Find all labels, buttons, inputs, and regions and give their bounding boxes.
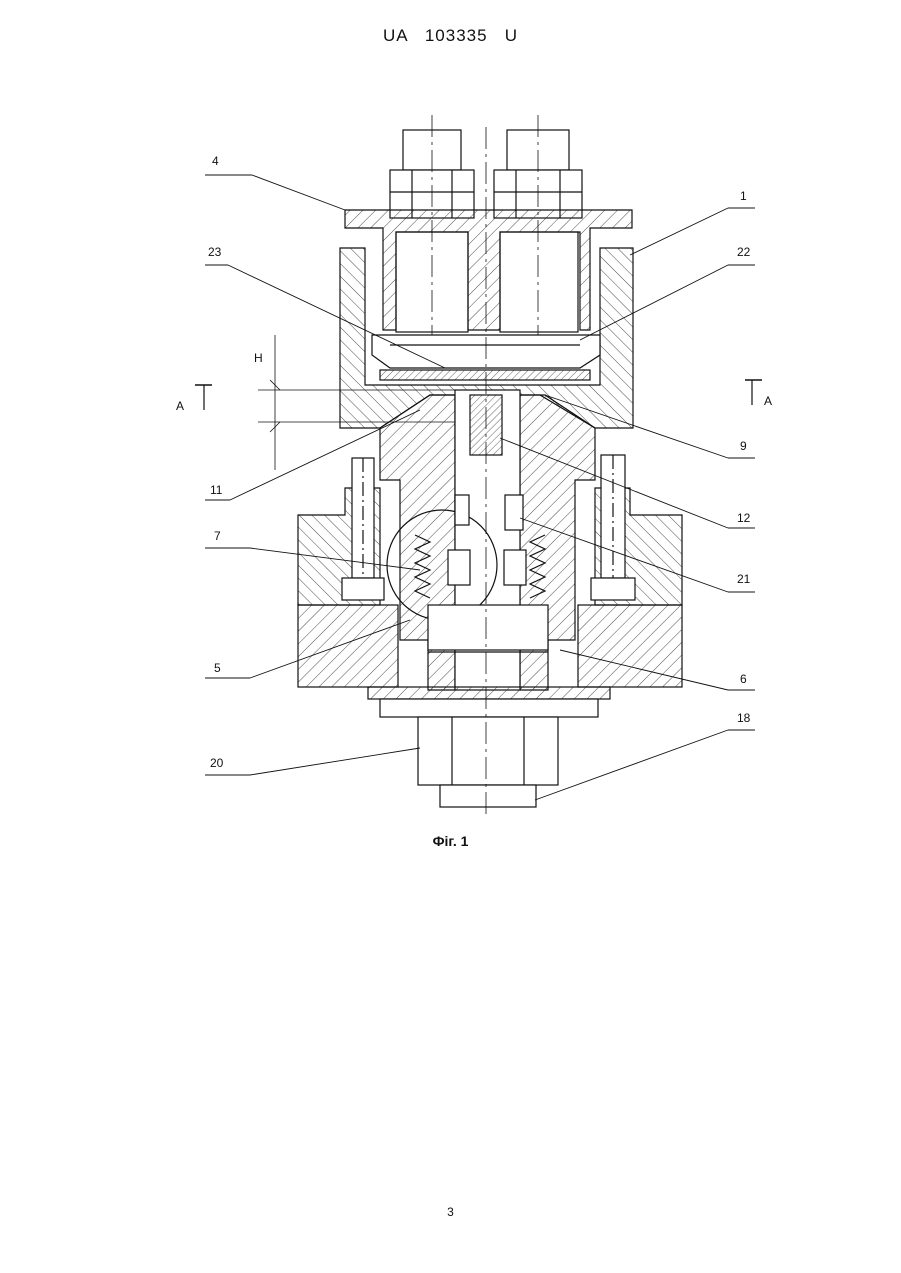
hex-nut	[418, 717, 558, 785]
hex-base	[380, 699, 598, 717]
lower-plate-right	[578, 605, 682, 687]
cover-part	[345, 210, 632, 330]
label-20: 20	[210, 756, 224, 770]
membrane-plate	[380, 370, 590, 380]
label-12: 12	[737, 511, 751, 525]
lower-plate-left	[298, 605, 398, 687]
figure-caption: Фіг. 1	[0, 833, 901, 849]
technical-drawing: 4 1 23 22 H A A 9 11 12 7 21 5 6 18 20	[0, 0, 901, 900]
label-H: H	[254, 351, 263, 365]
label-23: 23	[208, 245, 222, 259]
label-A-left: A	[176, 399, 184, 413]
label-9: 9	[740, 439, 747, 453]
label-21: 21	[737, 572, 751, 586]
label-5: 5	[214, 661, 221, 675]
label-1: 1	[740, 189, 747, 203]
thread-tip	[440, 785, 536, 807]
label-22: 22	[737, 245, 751, 259]
label-18: 18	[737, 711, 751, 725]
page-number: 3	[0, 1205, 901, 1219]
label-4: 4	[212, 154, 219, 168]
label-7: 7	[214, 529, 221, 543]
label-6: 6	[740, 672, 747, 686]
label-A-right: A	[764, 394, 772, 408]
label-11: 11	[210, 483, 223, 497]
bottom-flange	[368, 687, 610, 699]
